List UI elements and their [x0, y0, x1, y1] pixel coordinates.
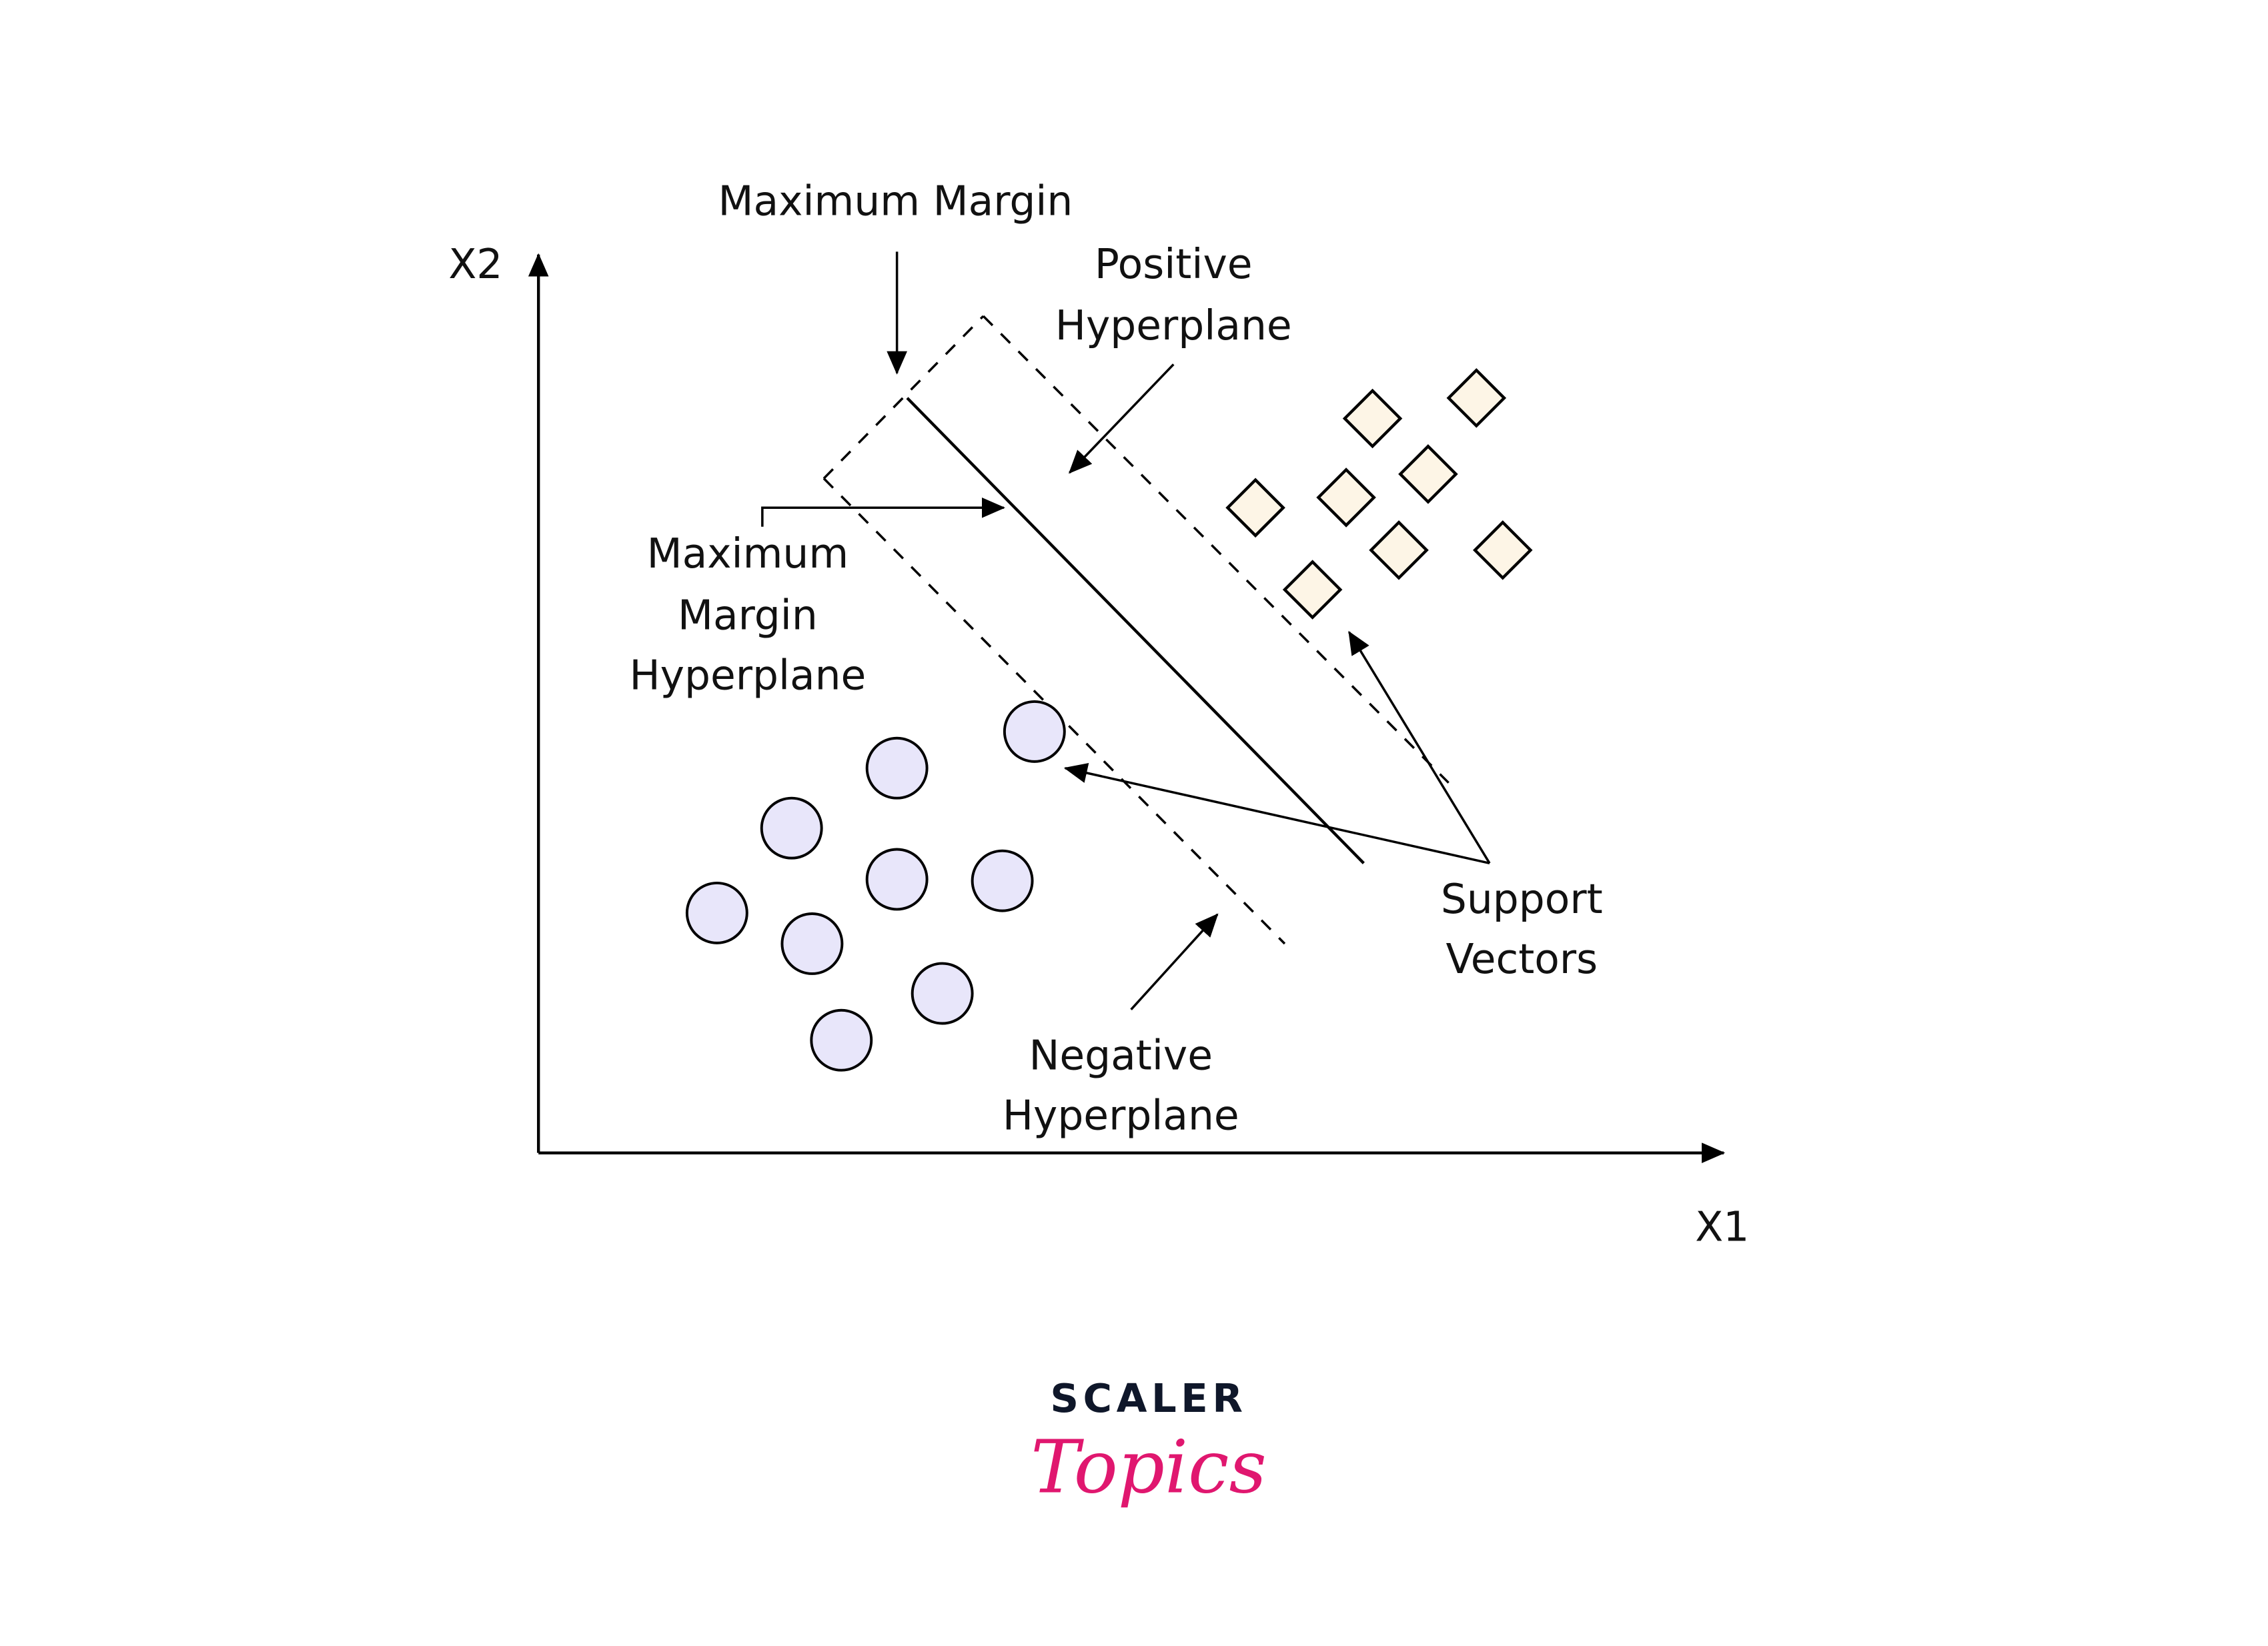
- logo-topics: Topics: [1031, 1425, 1267, 1510]
- y-axis-label: X2: [448, 241, 502, 288]
- maximum-margin-label: Maximum Margin: [718, 178, 1073, 225]
- negative-point: [911, 962, 974, 1025]
- x-axis-label: X1: [1695, 1203, 1749, 1251]
- scaler-topics-logo: SCALER Topics: [1031, 1375, 1267, 1510]
- mmh-label-1: Maximum: [647, 530, 849, 578]
- support-vector-positive: [1282, 560, 1343, 620]
- positive-hyperplane: [982, 315, 1450, 784]
- positive-point: [1225, 478, 1285, 538]
- max-margin-hyperplane: [906, 397, 1365, 864]
- support-vector-arrow-diamond: [1347, 630, 1491, 864]
- max-margin-hyperplane-arrow: [761, 497, 1005, 527]
- support-vectors-label-1: Support: [1441, 876, 1603, 923]
- support-vector-negative: [1003, 700, 1066, 763]
- positive-point: [1472, 520, 1533, 580]
- negative-point: [810, 1008, 873, 1072]
- support-vector-arrow-circle: [1063, 762, 1490, 865]
- positive-point: [1398, 444, 1458, 504]
- negative-point: [780, 912, 844, 975]
- mmh-label-2: Margin: [678, 592, 818, 639]
- mmh-label-3: Hyperplane: [629, 652, 866, 699]
- positive-hyperplane-arrow: [1068, 363, 1175, 474]
- logo-scaler: SCALER: [1050, 1375, 1247, 1421]
- positive-point: [1369, 520, 1429, 580]
- margin-connector: [822, 315, 985, 480]
- support-vectors-label-2: Vectors: [1446, 936, 1598, 983]
- negative-point: [760, 796, 823, 860]
- negative-point: [865, 736, 929, 800]
- negative-hyperplane-arrow: [1130, 913, 1219, 1010]
- negative-hyperplane-label-1: Negative: [1029, 1032, 1213, 1080]
- positive-hyperplane-label-2: Hyperplane: [1055, 302, 1292, 349]
- positive-hyperplane-label-1: Positive: [1095, 241, 1253, 288]
- positive-point: [1342, 388, 1403, 449]
- negative-point: [865, 848, 929, 911]
- negative-hyperplane-label-2: Hyperplane: [1003, 1092, 1239, 1140]
- data-points: [685, 367, 1533, 1072]
- positive-point: [1446, 367, 1507, 428]
- negative-point: [685, 881, 748, 944]
- positive-point: [1316, 468, 1376, 528]
- negative-point: [971, 849, 1034, 912]
